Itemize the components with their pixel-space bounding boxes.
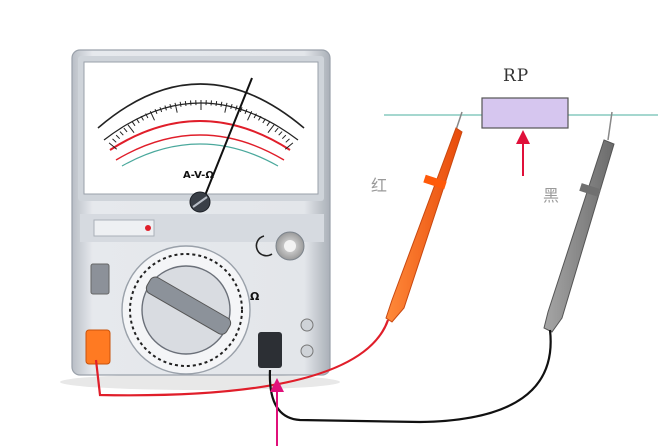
scale-tick bbox=[145, 113, 149, 119]
black-probe[interactable] bbox=[268, 111, 615, 424]
scale-tick bbox=[253, 113, 257, 119]
scale-tick bbox=[281, 134, 287, 140]
black-probe-label: 黑 bbox=[543, 186, 560, 205]
scale-tick bbox=[174, 102, 178, 113]
scale-tick bbox=[169, 103, 172, 110]
scale-tick bbox=[140, 115, 144, 121]
scale-tick bbox=[266, 121, 271, 127]
rotate-arrow-icon bbox=[255, 235, 273, 257]
scale-tick bbox=[215, 100, 218, 107]
resistor-rp bbox=[481, 97, 569, 129]
scale-tick bbox=[224, 102, 228, 113]
scale-tick bbox=[244, 108, 248, 114]
scale-tick bbox=[278, 131, 283, 136]
scale-tick bbox=[262, 118, 266, 124]
scale-tick bbox=[230, 103, 233, 110]
scale-tick bbox=[164, 105, 167, 111]
battery-window bbox=[93, 219, 155, 237]
scale-arc-teal bbox=[121, 143, 279, 167]
red-probe-label: 红 bbox=[371, 176, 388, 195]
scale-tick bbox=[258, 115, 262, 121]
scale-tick bbox=[184, 100, 187, 107]
scale-arc-black-1 bbox=[97, 83, 305, 129]
scale-tick bbox=[267, 124, 275, 134]
scale-tick bbox=[247, 111, 253, 121]
meter-shadow bbox=[60, 374, 340, 390]
indicator-led bbox=[145, 225, 151, 231]
scale-tick bbox=[136, 118, 140, 124]
scale-tick bbox=[239, 107, 243, 113]
scale-tick bbox=[159, 107, 163, 113]
jack-com[interactable] bbox=[258, 332, 282, 368]
scale-tick bbox=[115, 134, 121, 140]
scale-arc-red-2 bbox=[115, 134, 285, 161]
scale-tick bbox=[220, 101, 223, 107]
scale-tick bbox=[131, 121, 136, 127]
scale-tick bbox=[119, 131, 124, 136]
scale-ticks bbox=[108, 100, 294, 150]
selector-pointer bbox=[145, 276, 232, 335]
scale-tick bbox=[285, 138, 290, 143]
power-switch[interactable] bbox=[90, 263, 110, 295]
scale-tick bbox=[127, 124, 135, 134]
resistor-label: RP bbox=[503, 66, 530, 86]
scale-tick bbox=[235, 105, 238, 111]
scale-tick bbox=[179, 101, 182, 107]
meter-needle bbox=[203, 77, 253, 199]
red-probe[interactable] bbox=[94, 111, 463, 397]
scale-tick bbox=[274, 127, 279, 133]
scale-tick bbox=[149, 111, 155, 121]
jack-extra-1 bbox=[300, 318, 314, 332]
scale-tick bbox=[112, 138, 117, 143]
scale-tick bbox=[154, 108, 158, 114]
multimeter bbox=[71, 49, 331, 376]
scale-tick bbox=[123, 127, 128, 133]
com-arrow-head bbox=[270, 378, 284, 392]
scale-tick bbox=[108, 142, 118, 150]
selector-ohm-mark: Ω bbox=[250, 290, 260, 303]
scale-arc-red bbox=[109, 120, 291, 151]
jack-red-plug[interactable] bbox=[85, 329, 111, 365]
dial-unit-text: A-V-Ω bbox=[183, 170, 214, 181]
resistor-arrow-head bbox=[516, 130, 530, 144]
scale-tick bbox=[284, 142, 294, 150]
jack-extra-2 bbox=[300, 344, 314, 358]
